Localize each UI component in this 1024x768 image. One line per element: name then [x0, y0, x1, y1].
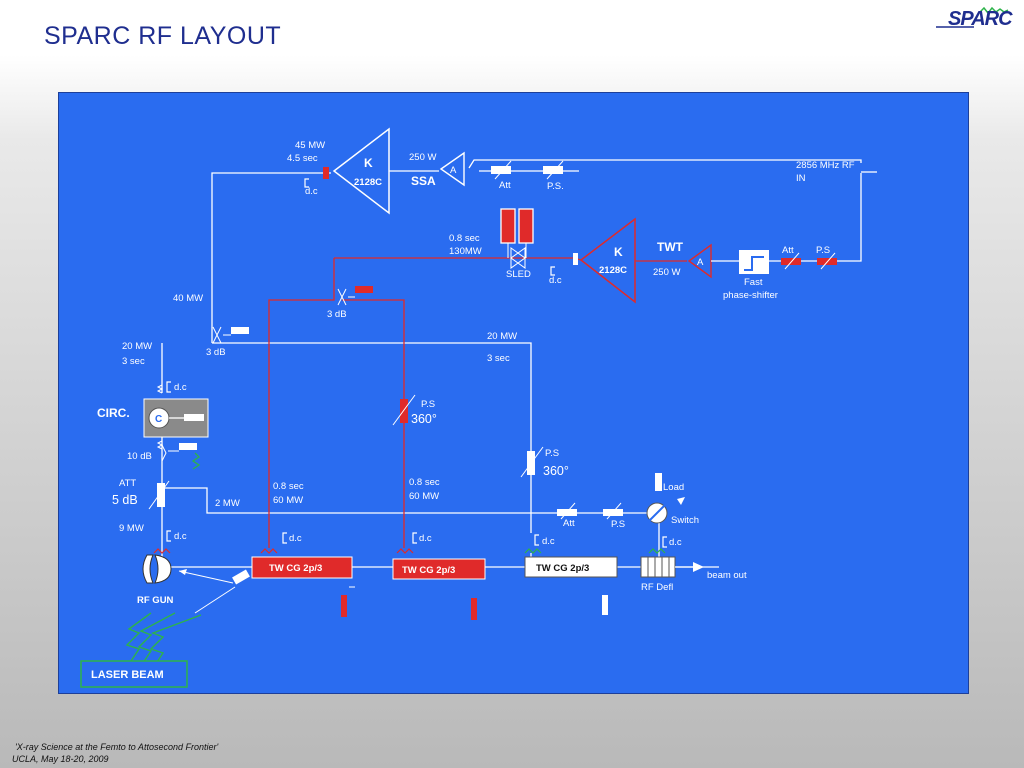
- feed-40mw: 40 MW: [173, 293, 203, 304]
- rf-gun: RF GUN: [137, 554, 250, 614]
- fast-phase-shifter-line1: Fast: [744, 277, 763, 288]
- ssa-ps-symbol: [543, 166, 563, 174]
- attenuator-section: 10 dB ATT 5 dB 9 MW 2 MW d.c: [112, 443, 240, 554]
- circulator: CIRC. C d.c: [97, 381, 209, 450]
- defl-ps-label: P.S: [611, 519, 625, 530]
- section-2: 0.8 sec 60 MW d.c TW CG 2p/3: [392, 477, 486, 620]
- klystron-2-label: K: [614, 245, 623, 259]
- section-3-dc: d.c: [542, 536, 555, 547]
- beam-out-label: beam out: [707, 570, 747, 581]
- klystron-2-model: 2128C: [599, 265, 627, 276]
- section-2-label: TW CG 2p/3: [402, 565, 455, 576]
- branch-2mw: 2 MW: [215, 498, 240, 509]
- klystron-1-triangle: [332, 127, 390, 215]
- rf-deflector: RF Defl beam out: [640, 556, 747, 593]
- sled: SLED 0.8 sec 130MW: [449, 208, 534, 280]
- coupler-1-label: 3 dB: [206, 347, 226, 358]
- feed-3sec-right: 3 sec: [487, 353, 510, 364]
- deflector-branch: Att P.S Load Switch d.c: [557, 473, 699, 554]
- rf-in-line1: 2856 MHz RF: [796, 160, 855, 171]
- rf-layout-diagram: K 2128C 45 MW 4.5 sec d.c A SSA 250 W At…: [58, 92, 969, 694]
- section-1-dc: d.c: [289, 533, 302, 544]
- sled-power: 130MW: [449, 246, 482, 257]
- red-waveguide-lines: [268, 257, 574, 548]
- laser-beam: LASER BEAM: [80, 612, 202, 688]
- ssa-amplifier: A SSA 250 W Att P.S.: [389, 151, 564, 192]
- rf-gun-label: RF GUN: [137, 595, 174, 606]
- klystron-1-label: K: [364, 156, 373, 170]
- klystron-1-power: 45 MW: [295, 140, 325, 151]
- att-9mw: 9 MW: [119, 523, 144, 534]
- klystron-2: K 2128C d.c 250 W: [549, 217, 687, 304]
- page-title: SPARC RF LAYOUT: [44, 22, 282, 50]
- footer-line-2: UCLA, May 18-20, 2009: [12, 754, 109, 764]
- rf-input: 2856 MHz RF IN: [796, 160, 855, 184]
- laser-beam-box: [80, 660, 188, 688]
- section-3: d.c TW CG 2p/3: [524, 534, 618, 615]
- section-1-power: 60 MW: [273, 495, 303, 506]
- coupler-10db: 10 dB: [127, 451, 152, 462]
- sled-pulse: 0.8 sec: [449, 233, 480, 244]
- section-1-pulse: 0.8 sec: [273, 481, 304, 492]
- load-label: Load: [663, 482, 684, 493]
- twt-amp-label: A: [697, 257, 704, 268]
- klystron-1-window: [323, 167, 329, 179]
- circulator-symbol: C: [155, 414, 162, 425]
- klystron-1-dc: d.c: [305, 186, 318, 197]
- ssa-label: SSA: [411, 174, 436, 188]
- defl-dc: d.c: [669, 537, 682, 548]
- section-1: 0.8 sec 60 MW d.c TW CG 2p/3: [251, 481, 355, 617]
- footer: 'X-ray Science at the Femto to Attosecon…: [12, 741, 218, 765]
- klystron-2-dc: d.c: [549, 275, 562, 286]
- coupler-2-label: 3 dB: [327, 309, 347, 320]
- sled-label: SLED: [506, 269, 531, 280]
- ps-mid-label: P.S: [421, 399, 435, 410]
- rf-in-line2: IN: [796, 173, 806, 184]
- phase-shifter-right: P.S 360°: [520, 446, 569, 478]
- switch-label: Switch: [671, 515, 699, 526]
- rf-defl-label: RF Defl: [641, 582, 673, 593]
- section-2-dc: d.c: [419, 533, 432, 544]
- fast-phase-shifter-line2: phase-shifter: [723, 290, 778, 301]
- section-2-pulse: 0.8 sec: [409, 477, 440, 488]
- phase-shifter-mid: P.S 360°: [392, 394, 437, 426]
- ssa-att-symbol: [491, 166, 511, 174]
- phase-shifter-ps-label: P.S: [816, 245, 830, 256]
- section-2-power: 60 MW: [409, 491, 439, 502]
- ps-mid-deg: 360°: [411, 412, 437, 426]
- gun-dc: d.c: [174, 531, 187, 542]
- laser-beam-label: LASER BEAM: [91, 669, 164, 681]
- footer-line-1: 'X-ray Science at the Femto to Attosecon…: [15, 742, 219, 752]
- feed-20mw-right: 20 MW: [487, 331, 517, 342]
- att-5db: 5 dB: [112, 493, 138, 507]
- sparc-logo: [936, 6, 1009, 28]
- klystron-1-pulse: 4.5 sec: [287, 153, 318, 164]
- ps-right-label: P.S: [545, 448, 559, 459]
- section-1-label: TW CG 2p/3: [269, 563, 322, 574]
- circulator-dc: d.c: [174, 382, 187, 393]
- logo-text: SPARC: [948, 8, 1013, 30]
- defl-att-label: Att: [563, 518, 575, 529]
- section-3-label: TW CG 2p/3: [536, 563, 589, 574]
- ssa-att-label: Att: [499, 180, 511, 191]
- fast-phase-shifter: Fast phase-shifter Att P.S: [723, 245, 837, 301]
- ssa-ps-label: P.S.: [547, 181, 564, 192]
- twt-label: TWT: [657, 240, 684, 254]
- ps-right-deg: 360°: [543, 464, 569, 478]
- klystron-1-model: 2128C: [354, 177, 382, 188]
- ssa-power: 250 W: [409, 152, 436, 163]
- feed-3sec-left: 3 sec: [122, 356, 145, 367]
- klystron-2-power: 250 W: [653, 267, 680, 278]
- att-label: ATT: [119, 478, 136, 489]
- power-split: 40 MW 20 MW 3 sec 3 dB 3 dB 20 MW 3 sec: [122, 286, 517, 367]
- feed-20mw-left: 20 MW: [122, 341, 152, 352]
- ssa-amp-label: A: [450, 165, 457, 176]
- klystron-1: K 2128C 45 MW 4.5 sec d.c: [287, 127, 390, 215]
- circulator-label: CIRC.: [97, 406, 130, 420]
- beam-out-arrow: [693, 562, 704, 572]
- twt-amplifier: A TWT: [657, 240, 739, 279]
- phase-shifter-att-label: Att: [782, 245, 794, 256]
